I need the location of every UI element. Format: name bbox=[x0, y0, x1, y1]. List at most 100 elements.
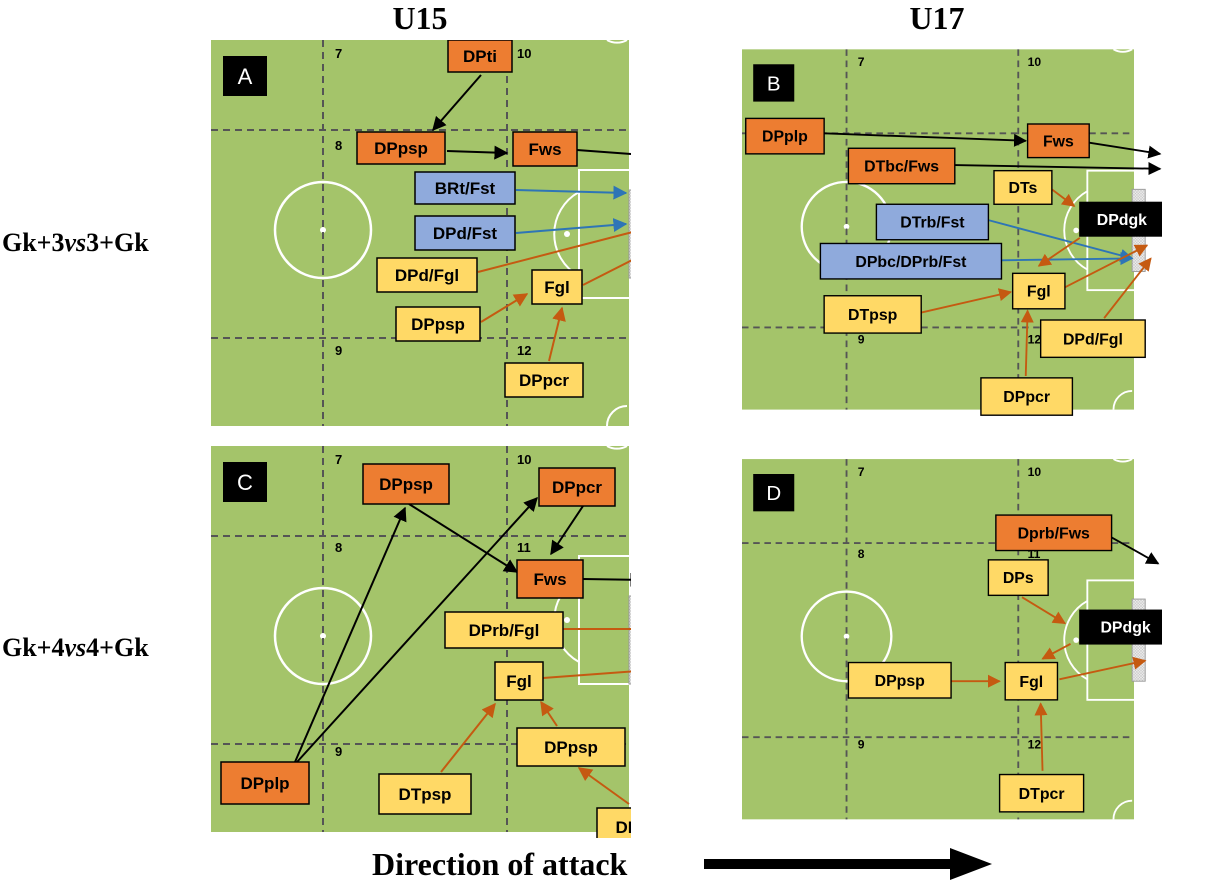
zone-number: 9 bbox=[335, 343, 342, 358]
zone-number: 9 bbox=[858, 332, 865, 346]
penalty-spot bbox=[564, 231, 570, 237]
direction-of-attack-label: Direction of attack bbox=[372, 846, 628, 882]
column-title-u17: U17 bbox=[909, 0, 965, 36]
flow-arrow bbox=[576, 149, 631, 155]
zone-number: 12 bbox=[1028, 332, 1042, 346]
flow-arrow bbox=[824, 132, 1028, 147]
action-box-label: DTbc/Fws bbox=[864, 159, 939, 176]
action-box bbox=[980, 377, 1074, 416]
center-spot bbox=[320, 227, 326, 233]
action-box-label: DPs bbox=[1003, 570, 1034, 587]
action-box-label: Fgl bbox=[1019, 674, 1043, 691]
corner-arc bbox=[1112, 799, 1133, 820]
action-box-label: DTpsp bbox=[848, 307, 898, 324]
action-box bbox=[1004, 661, 1059, 701]
flow-arrow bbox=[1103, 257, 1152, 319]
center-circle bbox=[273, 586, 373, 686]
flow-arrow bbox=[1089, 141, 1162, 159]
panel-letter: C bbox=[237, 470, 253, 495]
panel-letter: A bbox=[238, 64, 253, 89]
action-box-label: Fgl bbox=[544, 278, 570, 297]
goal-area bbox=[578, 555, 631, 685]
zone-number: 9 bbox=[335, 744, 342, 759]
action-box bbox=[356, 131, 446, 165]
flow-arrow bbox=[988, 219, 1134, 262]
zone-number: 7 bbox=[335, 46, 342, 61]
corner-arc bbox=[1112, 390, 1133, 410]
flow-arrow bbox=[920, 288, 1013, 314]
flow-arrow bbox=[577, 767, 630, 805]
zone-number: 8 bbox=[335, 138, 342, 153]
goal-area bbox=[578, 169, 631, 299]
action-box-label: DPpsp bbox=[411, 315, 465, 334]
flow-arrow bbox=[515, 218, 628, 234]
zone-number: 9 bbox=[858, 737, 865, 751]
action-box-label: DPd/Fst bbox=[433, 224, 498, 243]
flow-arrow bbox=[1001, 252, 1134, 266]
zone-number: 7 bbox=[858, 55, 865, 69]
action-box bbox=[512, 131, 578, 167]
action-box-label: DPpsp bbox=[544, 738, 598, 757]
action-box bbox=[1079, 609, 1162, 645]
action-box-label: DPd/Fgl bbox=[395, 266, 459, 285]
action-box bbox=[376, 257, 478, 293]
action-box bbox=[444, 611, 564, 649]
flow-arrow bbox=[540, 700, 558, 727]
center-circle bbox=[273, 180, 373, 280]
corner-arc bbox=[1113, 458, 1133, 463]
action-box bbox=[362, 463, 450, 505]
zone-number: 8 bbox=[335, 540, 342, 555]
action-box bbox=[1039, 319, 1146, 359]
goal-net bbox=[628, 595, 631, 685]
action-box bbox=[1011, 272, 1066, 310]
zone-number: 7 bbox=[335, 452, 342, 467]
flow-arrow bbox=[1111, 536, 1160, 565]
flow-arrow bbox=[432, 74, 482, 132]
action-box bbox=[504, 362, 584, 398]
zone-number: 11 bbox=[517, 540, 531, 555]
flow-arrow bbox=[550, 505, 584, 556]
penalty-spot bbox=[564, 617, 570, 623]
zone-number: 12 bbox=[1028, 737, 1042, 751]
corner-arc bbox=[606, 405, 628, 427]
action-box-label: DTs bbox=[1009, 180, 1038, 197]
action-box-label: DPpcr bbox=[552, 478, 602, 497]
zone-number: 10 bbox=[1028, 465, 1042, 479]
flow-arrow bbox=[1020, 309, 1034, 377]
row-label-pre: Gk+4 bbox=[2, 633, 65, 662]
action-box-label: Fgl bbox=[1027, 284, 1051, 301]
flow-arrow bbox=[548, 306, 566, 362]
action-box bbox=[494, 661, 544, 701]
flow-arrow bbox=[1051, 188, 1076, 207]
center-spot bbox=[843, 223, 850, 230]
corner-arc bbox=[606, 446, 628, 450]
action-box bbox=[745, 117, 825, 155]
action-box-label: DPc bbox=[615, 818, 631, 837]
action-box-label: DPdgk bbox=[1100, 620, 1150, 637]
action-box-label: Fws bbox=[1043, 133, 1074, 150]
action-box-label: DPbc/DPrb/Fst bbox=[855, 254, 967, 271]
action-box-label: DTrb/Fst bbox=[900, 215, 965, 232]
action-box bbox=[447, 40, 513, 73]
flow-arrow bbox=[1034, 702, 1048, 771]
action-box bbox=[395, 306, 481, 342]
action-box bbox=[378, 773, 472, 815]
action-box bbox=[220, 761, 310, 805]
action-box-label: DPpcr bbox=[1003, 389, 1050, 406]
flow-arrow bbox=[1064, 244, 1149, 289]
row-label-pre: Gk+3 bbox=[2, 228, 65, 257]
action-box-label: DPpsp bbox=[379, 475, 433, 494]
flow-arrow bbox=[477, 231, 631, 273]
action-box-label: Fws bbox=[528, 140, 561, 159]
action-box-label: BRt/Fst bbox=[435, 179, 496, 198]
action-box bbox=[987, 559, 1049, 597]
action-box bbox=[516, 559, 584, 599]
flow-arrow bbox=[582, 259, 631, 286]
panel-letter-badge bbox=[223, 462, 267, 502]
flow-arrow bbox=[296, 496, 538, 763]
row-label-vs: vs bbox=[64, 633, 87, 662]
panel-letter: B bbox=[767, 72, 781, 95]
corner-arc bbox=[606, 40, 628, 44]
